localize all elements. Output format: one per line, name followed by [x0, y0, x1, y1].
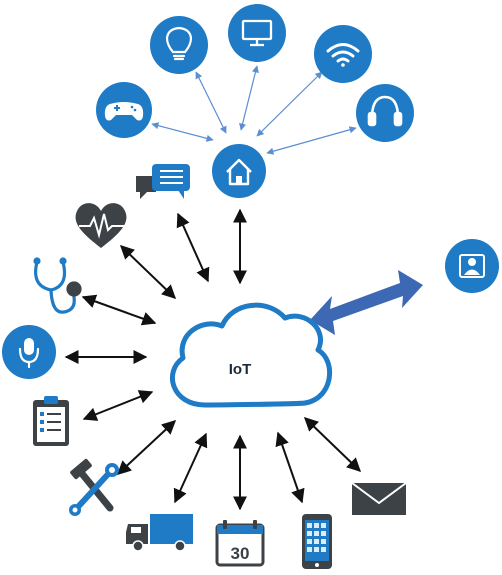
link-monitor-home: [239, 65, 259, 131]
home-device-lightbulb: [150, 16, 208, 74]
wifi-icon: [326, 43, 360, 67]
iot-cloud: IoT: [170, 302, 333, 408]
user-icon: [459, 254, 485, 278]
link-gamepad-home: [151, 122, 214, 142]
home-device-monitor: [228, 4, 286, 62]
stethoscope-icon: [33, 257, 82, 314]
link-clipboard-cloud: [82, 390, 154, 421]
link-headphones-home: [266, 126, 357, 155]
link-tools-cloud: [116, 420, 177, 475]
clipboard-icon: [33, 396, 69, 446]
home-icon: [226, 158, 252, 186]
home-device-headphones: [356, 84, 414, 142]
truck-icon: [126, 514, 193, 552]
link-mail-cloud: [303, 417, 362, 472]
lightbulb-icon: [165, 26, 193, 61]
calendar-icon: 30: [215, 520, 265, 567]
link-bulb-home: [195, 71, 227, 134]
calendar-day: 30: [231, 544, 250, 563]
chat-icon: [136, 164, 190, 199]
heart-rate-icon: [75, 203, 127, 248]
smartphone-icon: [302, 514, 332, 569]
big-double-arrow: [310, 270, 423, 335]
link-stethoscope-cloud: [81, 294, 157, 326]
mail-icon: [351, 482, 407, 515]
tools-icon: [69, 458, 119, 516]
gamepad-icon: [104, 102, 144, 121]
link-chat-cloud: [176, 212, 210, 283]
home-hub: [212, 144, 266, 198]
link-heart-cloud: [119, 245, 177, 299]
link-wifi-home: [256, 71, 323, 137]
cloud-links: [64, 208, 362, 511]
external-user: [445, 239, 499, 293]
home-device-wifi: [314, 25, 372, 83]
microphone-icon: [18, 338, 40, 369]
headphones-icon: [367, 95, 403, 127]
device-microphone: [2, 325, 56, 379]
cloud-label: IoT: [229, 361, 252, 378]
link-phone-cloud: [275, 431, 305, 504]
home-device-gamepad: [96, 82, 152, 138]
home-links: [151, 65, 357, 155]
monitor-icon: [241, 19, 273, 47]
link-truck-cloud: [173, 432, 208, 504]
